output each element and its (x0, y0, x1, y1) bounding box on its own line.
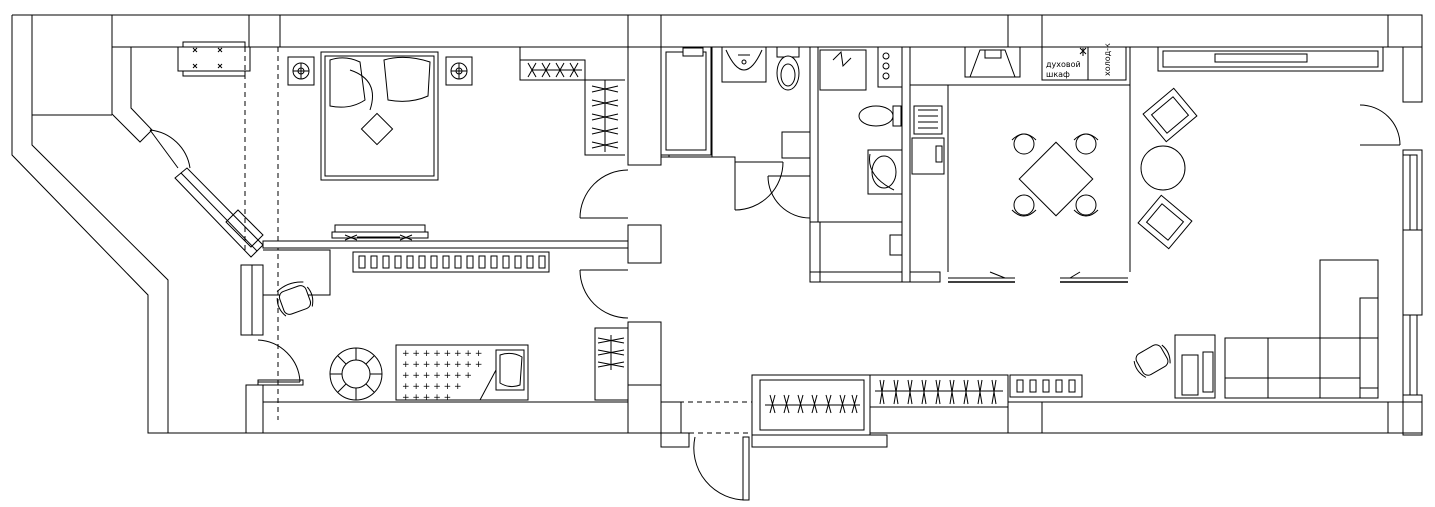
snowflake-icon (1079, 47, 1087, 56)
childrens-room: + + + + + + + + + + + + + + + + + + + + … (276, 281, 629, 403)
svg-text:+ + + + + + + +: + + + + + + + + (402, 349, 482, 359)
fridge-label: холод-к (1103, 43, 1112, 76)
entry-hall (661, 374, 1083, 501)
small-table (177, 41, 251, 77)
bedroom (287, 47, 625, 181)
wc (767, 46, 941, 283)
bathroom (660, 46, 811, 211)
partition-wall (262, 224, 629, 296)
oven-label-line2: шкаф (1046, 70, 1070, 79)
svg-text:+ + + + + + +: + + + + + + + (402, 371, 472, 381)
living-room (1133, 46, 1418, 399)
svg-text:+ + + + +: + + + + + (402, 393, 451, 403)
svg-text:+ + + + + + + +: + + + + + + + + (402, 360, 482, 370)
svg-text:+ + + + + +: + + + + + + (402, 382, 462, 392)
kitchen: духовой шкаф холод-к (910, 43, 1131, 283)
oven-label-line1: духовой (1046, 60, 1081, 69)
loggia (11, 14, 304, 434)
